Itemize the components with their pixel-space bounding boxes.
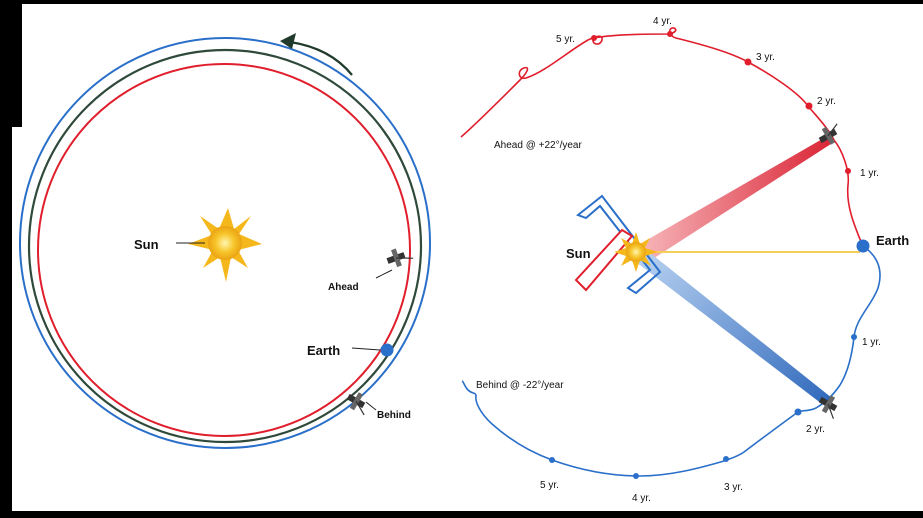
right-panel: 1 yr. 2 yr. 3 yr. 4 yr. 5 yr. 1 yr. 2 yr… (460, 16, 909, 504)
earth-orbit (27, 48, 423, 444)
ahead-year-label: 3 yr. (756, 52, 775, 63)
frame-bottom (0, 511, 923, 518)
frame-left (0, 0, 12, 518)
ahead-year-label: 4 yr. (653, 16, 672, 27)
behind-year-label: 2 yr. (806, 424, 825, 435)
frame-top (0, 0, 923, 4)
ahead-year-marker (591, 35, 597, 41)
behind-year-label: 1 yr. (862, 337, 881, 348)
behind-year-marker (851, 334, 857, 340)
ahead-label: Ahead (328, 282, 359, 293)
earth-label: Earth (307, 343, 340, 358)
ahead-year-label: 5 yr. (556, 34, 575, 45)
behind-label: Behind (377, 410, 411, 421)
behind-year-marker (633, 473, 639, 479)
spacecraft-icon (818, 395, 838, 419)
behind-pointer (365, 401, 377, 411)
behind-note: Behind @ -22°/year (476, 380, 564, 391)
behind-year-marker (549, 457, 555, 463)
spacecraft-icon (818, 123, 838, 145)
earth-icon (856, 239, 870, 253)
ahead-year-marker (744, 58, 752, 66)
earth-pointer (351, 347, 381, 351)
ahead-year-label: 1 yr. (860, 168, 879, 179)
rotation-arrowhead (280, 33, 296, 49)
ahead-note: Ahead @ +22°/year (494, 140, 582, 151)
ahead-orbit (37, 63, 411, 437)
ahead-year-marker (805, 102, 813, 110)
sun-icon (614, 232, 658, 272)
earth-icon (380, 343, 394, 357)
earth-label: Earth (876, 233, 909, 248)
ahead-year-label: 2 yr. (817, 96, 836, 107)
ahead-year-marker (845, 168, 851, 174)
behind-year-marker (723, 456, 729, 462)
behind-year-label: 3 yr. (724, 482, 743, 493)
behind-year-label: 4 yr. (632, 493, 651, 504)
behind-year-marker (794, 408, 802, 416)
sun-label: Sun (566, 246, 591, 261)
fov-box-red (574, 228, 634, 292)
behind-view-wedge (636, 248, 832, 404)
spacecraft-icon (346, 392, 366, 416)
ahead-pointer (375, 269, 393, 279)
ahead-year-marker (667, 31, 673, 37)
rotation-arrow-icon (289, 40, 353, 76)
sun-label: Sun (134, 237, 159, 252)
sun-icon (188, 208, 262, 282)
left-panel: Sun Ahead Earth Behind (19, 33, 431, 449)
fov-box (575, 194, 662, 295)
behind-orbit (19, 37, 431, 449)
spacecraft-icon (386, 248, 414, 268)
behind-year-label: 5 yr. (540, 480, 559, 491)
ahead-view-wedge (633, 138, 834, 262)
